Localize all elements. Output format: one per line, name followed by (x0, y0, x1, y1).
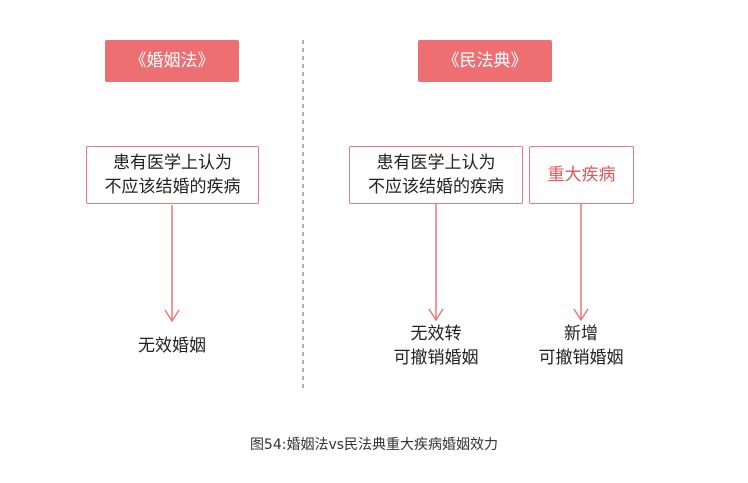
right-result-2-line-1: 新增 (564, 324, 598, 344)
right-result-1-line-1: 无效转 (410, 324, 462, 344)
right-condition-box-2: 重大疾病 (529, 146, 634, 204)
right-result-1: 无效转 可撤销婚姻 (376, 322, 496, 370)
right-result-2: 新增 可撤销婚姻 (521, 322, 641, 370)
left-arrow (164, 205, 180, 323)
right-arrow-2 (573, 204, 589, 322)
figure-caption: 图54:婚姻法vs民法典重大疾病婚姻效力 (249, 437, 499, 453)
right-condition-1-line-2: 不应该结婚的疾病 (368, 177, 504, 197)
right-result-1-line-2: 可撤销婚姻 (393, 348, 479, 368)
left-condition-box: 患有医学上认为 不应该结婚的疾病 (86, 146, 259, 204)
right-header: 《民法典》 (418, 40, 552, 82)
right-condition-2-line-1: 重大疾病 (547, 165, 616, 185)
right-condition-1-line-1: 患有医学上认为 (376, 153, 496, 173)
left-condition-line-2: 不应该结婚的疾病 (104, 177, 241, 197)
left-result: 无效婚姻 (112, 334, 232, 358)
left-condition-line-1: 患有医学上认为 (113, 153, 232, 173)
right-condition-box-1: 患有医学上认为 不应该结婚的疾病 (349, 146, 523, 204)
right-result-2-line-2: 可撤销婚姻 (538, 348, 624, 368)
left-header: 《婚姻法》 (105, 40, 239, 82)
left-result-line-1: 无效婚姻 (138, 336, 206, 356)
right-arrow-1 (428, 204, 444, 322)
